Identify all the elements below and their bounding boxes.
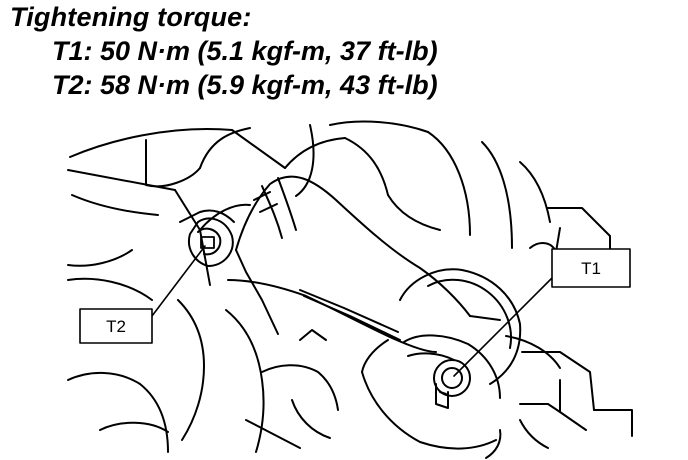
t2-callout-label: T2: [106, 317, 126, 336]
control-arm: [227, 175, 471, 353]
t1-bolt-icon: [435, 383, 449, 409]
torque-spec-t2: T2: 58 N·m (5.9 kgf-m, 43 ft-lb): [52, 70, 438, 100]
t2-callout: T2: [79, 308, 153, 344]
outer-bushing: [361, 268, 561, 450]
t1-leader-line: [453, 277, 553, 377]
t1-callout-label: T1: [581, 259, 601, 278]
right-brackets: [519, 207, 633, 449]
torque-heading: Tightening torque:: [10, 2, 252, 32]
background-panels: [67, 120, 551, 301]
t2-bolt-icon: [200, 236, 215, 249]
t2-leader-line: [151, 245, 206, 317]
torque-spec-t1: T1: 50 N·m (5.1 kgf-m, 37 ft-lb): [52, 36, 438, 66]
t1-callout: T1: [551, 248, 631, 288]
inner-bushing: [179, 209, 279, 335]
lower-structure: [67, 299, 502, 459]
